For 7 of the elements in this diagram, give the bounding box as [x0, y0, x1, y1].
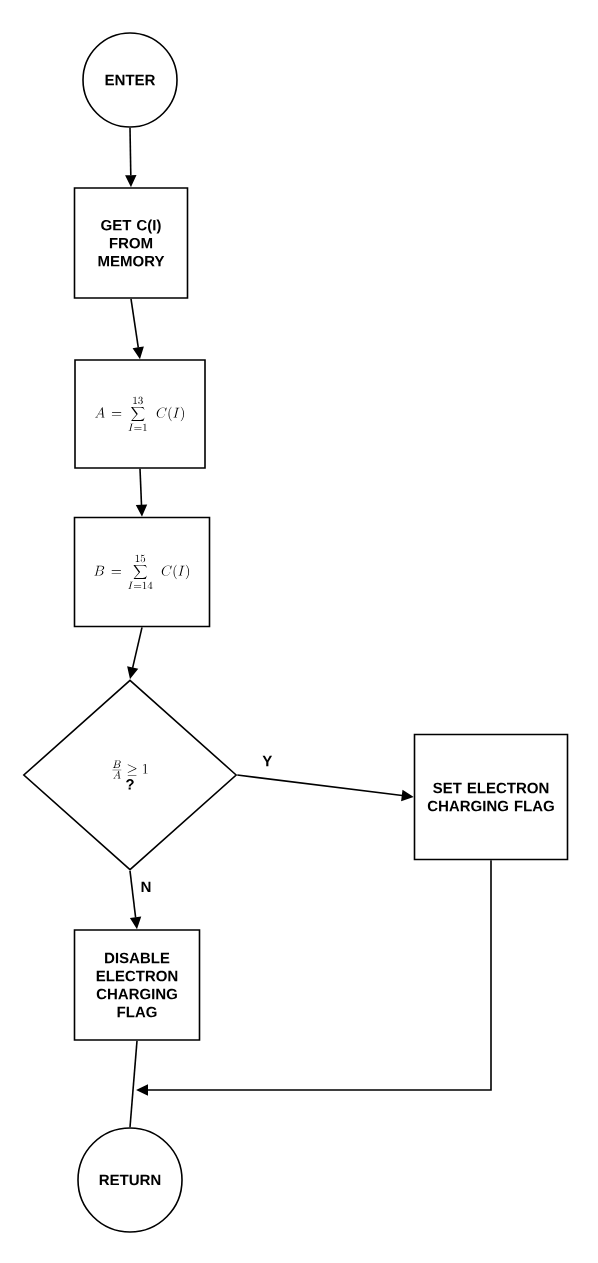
- process-box: $A = \sum_{I = 1}^{13} \; C(I)$: [74, 359, 206, 469]
- process-box: DISABLE ELECTRON CHARGING FLAG: [73, 929, 201, 1041]
- process-box: SET ELECTRON CHARGING FLAG: [413, 733, 569, 861]
- edge-label: Y: [261, 754, 274, 768]
- process-box: $B = \sum_{I = 14}^{15} \; C(I)$: [73, 516, 211, 628]
- edge-label: N: [139, 880, 153, 893]
- process-box: GET C(I) FROM MEMORY: [73, 187, 189, 299]
